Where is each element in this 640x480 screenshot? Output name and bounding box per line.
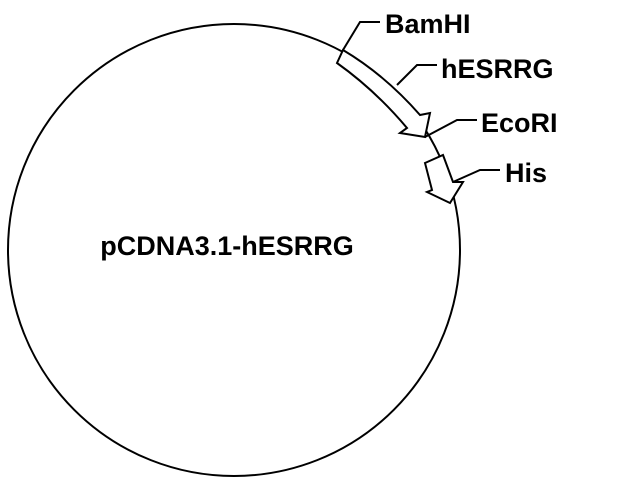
- plasmid-backbone: [7, 23, 461, 477]
- his-label: His: [505, 158, 547, 188]
- hesrrg-label: hESRRG: [441, 54, 554, 84]
- plasmid-name: pCDNA3.1-hESRRG: [100, 231, 354, 261]
- ecori-label: EcoRI: [481, 108, 558, 138]
- hesrrg-leader-line: [396, 64, 437, 86]
- bamhi-label: BamHI: [385, 9, 471, 39]
- hesrrg-gene-arrow: [335, 48, 432, 139]
- ecori-leader-line: [424, 119, 477, 138]
- his-leader-line: [452, 169, 500, 183]
- bamhi-leader-line: [342, 21, 380, 51]
- his-tag-arrow: [423, 153, 465, 205]
